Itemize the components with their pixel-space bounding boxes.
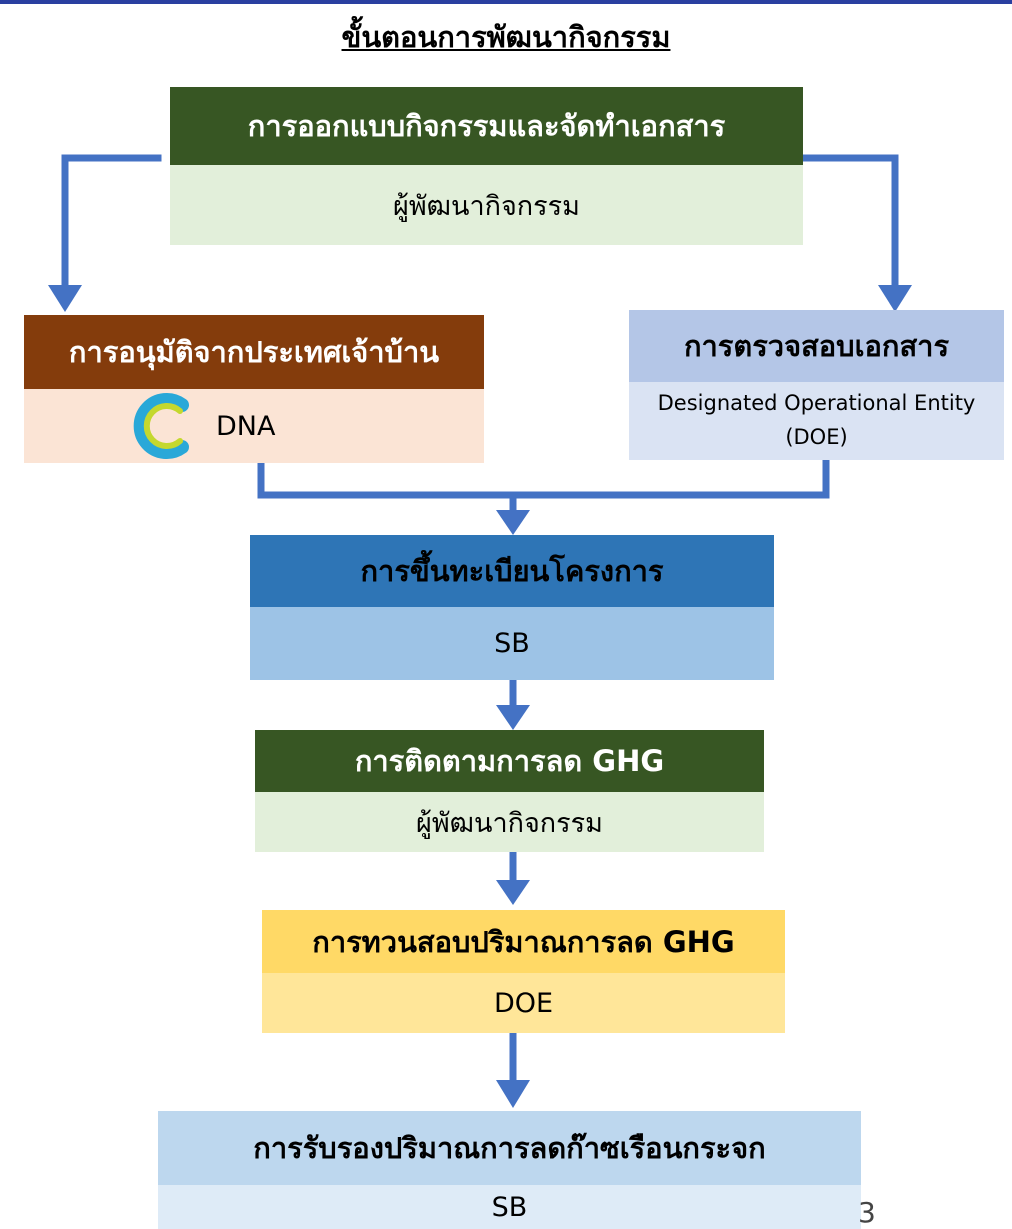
approval-step-title: การอนุมัติจากประเทศเจ้าบ้าน bbox=[68, 335, 440, 369]
arrowhead-approval bbox=[48, 285, 82, 312]
arrow-design-to-validation bbox=[799, 154, 899, 289]
registration-step-title: การขึ้นทะเบียนโครงการ bbox=[360, 554, 664, 588]
arrowhead-certification bbox=[496, 1080, 530, 1108]
arrow-design-to-approval bbox=[61, 154, 162, 289]
certification-step-header: การรับรองปริมาณการลดก๊าซเรือนกระจก bbox=[158, 1111, 861, 1185]
registration-step-actor: SB bbox=[494, 628, 530, 659]
verification-step-body: DOE bbox=[262, 973, 785, 1033]
top-border-line bbox=[0, 0, 1012, 4]
approval-step-actor: DNA bbox=[216, 410, 276, 442]
registration-step-header: การขึ้นทะเบียนโครงการ bbox=[250, 535, 774, 607]
c-logo-icon bbox=[133, 393, 189, 459]
monitoring-step-header: การติดตามการลด GHG bbox=[255, 730, 764, 792]
monitoring-step-title: การติดตามการลด GHG bbox=[354, 744, 665, 778]
approval-step-body: DNA bbox=[24, 389, 484, 463]
validation-step-actor-line1: Designated Operational Entity bbox=[657, 391, 976, 415]
validation-step-title: การตรวจสอบเอกสาร bbox=[683, 329, 950, 363]
design-step-actor: ผู้พัฒนากิจกรรม bbox=[393, 190, 580, 222]
design-step-header: การออกแบบกิจกรรมและจัดทำเอกสาร bbox=[170, 87, 803, 165]
monitoring-step-body: ผู้พัฒนากิจกรรม bbox=[255, 792, 764, 852]
arrowhead-monitoring bbox=[496, 705, 530, 730]
validation-step-header: การตรวจสอบเอกสาร bbox=[629, 310, 1004, 382]
verification-step-actor: DOE bbox=[493, 987, 554, 1019]
certification-step-title: การรับรองปริมาณการลดก๊าซเรือนกระจก bbox=[253, 1131, 766, 1165]
page-number: 3 bbox=[858, 1196, 876, 1229]
verification-step-title: การทวนสอบปริมาณการลด GHG bbox=[312, 924, 735, 959]
certification-step-actor: SB bbox=[491, 1191, 528, 1223]
validation-step-actor-line2: (DOE) bbox=[785, 425, 848, 449]
page-title: ขั้นตอนการพัฒนากิจกรรม bbox=[341, 20, 671, 54]
arrowhead-validation bbox=[878, 285, 912, 312]
certification-step-body: SB bbox=[158, 1185, 861, 1229]
design-step-body: ผู้พัฒนากิจกรรม bbox=[170, 165, 803, 245]
arrow-approval-to-merge bbox=[257, 453, 830, 499]
arrowhead-verification bbox=[496, 880, 530, 905]
validation-step-body: Designated Operational Entity (DOE) bbox=[629, 382, 1004, 460]
arrowhead-registration bbox=[496, 510, 530, 535]
registration-step-body: SB bbox=[250, 607, 774, 680]
design-step-title: การออกแบบกิจกรรมและจัดทำเอกสาร bbox=[247, 109, 726, 143]
monitoring-step-actor: ผู้พัฒนากิจกรรม bbox=[416, 807, 603, 839]
approval-step-header: การอนุมัติจากประเทศเจ้าบ้าน bbox=[24, 315, 484, 389]
verification-step-header: การทวนสอบปริมาณการลด GHG bbox=[262, 910, 785, 973]
